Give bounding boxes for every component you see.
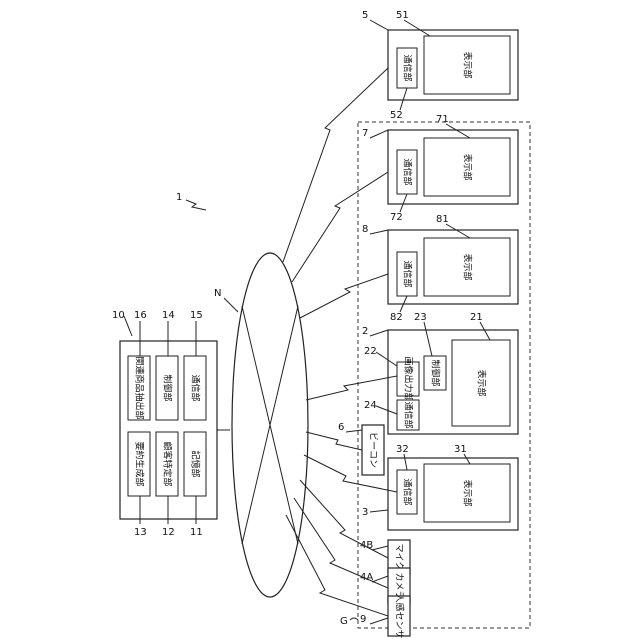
server-block-label: 記憶部: [190, 450, 202, 477]
group-ref-leader: [350, 618, 358, 620]
ref-leader: [370, 618, 388, 624]
link-terminal-8: [300, 274, 388, 318]
network-ref: N: [214, 288, 221, 299]
ref-leader: [346, 430, 362, 432]
display-ref: 81: [436, 214, 449, 225]
comm-label: 通信部: [402, 478, 414, 505]
link-terminal-5: [283, 68, 388, 262]
control-label: 制御部: [430, 359, 442, 386]
server-block-ref: 14: [162, 310, 175, 321]
comm-ref: 32: [396, 444, 409, 455]
image-output-label: 画像出力部: [403, 356, 415, 401]
terminal-ref: 3: [362, 507, 368, 518]
server-block-ref: 12: [162, 527, 175, 538]
server-block-label: 要約生成部: [134, 441, 146, 486]
link-terminal-7: [292, 172, 388, 282]
server-block-ref: 13: [134, 527, 147, 538]
display-label: 表示部: [462, 253, 474, 280]
display-ref: 31: [454, 444, 467, 455]
ref-leader: [370, 230, 388, 234]
sensor-label: 人感センサ: [394, 593, 406, 638]
comm-ref: 52: [390, 110, 403, 121]
comm-ref: 72: [390, 212, 403, 223]
comm-ref: 82: [390, 312, 403, 323]
device-comm-ref: 24: [364, 400, 377, 411]
device-ref: 2: [362, 326, 368, 337]
ref-leader: [370, 510, 388, 512]
group-ref: G: [340, 616, 348, 627]
server-block-label: 通信部: [190, 374, 202, 401]
image-output-ref: 22: [364, 346, 377, 357]
link-mic: [300, 480, 388, 558]
ref-leader: [372, 546, 388, 550]
terminal-ref: 5: [362, 10, 368, 21]
link-main-device: [306, 376, 397, 400]
ref-leader: [370, 130, 388, 138]
ref-leader: [370, 330, 388, 336]
sensor-label: マイク: [394, 544, 405, 571]
ref-leader: [372, 576, 388, 582]
comm-label: 通信部: [402, 158, 414, 185]
terminal-ref: 8: [362, 224, 368, 235]
server-ref: 10: [112, 310, 125, 321]
server-block-ref: 15: [190, 310, 203, 321]
display-ref: 71: [436, 114, 449, 125]
device-comm-label: 通信部: [403, 401, 415, 428]
system-ref: 1: [176, 192, 182, 203]
comm-label: 通信部: [402, 54, 414, 81]
link-beacon: [306, 432, 362, 450]
terminal-ref: 7: [362, 128, 368, 139]
comm-label: 通信部: [402, 260, 414, 287]
display-ref: 51: [396, 10, 409, 21]
server-block-ref: 16: [134, 310, 147, 321]
system-ref-leader: [186, 200, 206, 210]
server-block-label: 顧客特定部: [162, 441, 174, 486]
server-block-label: 制御部: [162, 374, 174, 401]
display-label: 表示部: [462, 51, 474, 78]
display-label: 表示部: [462, 479, 474, 506]
beacon-ref: 6: [338, 422, 344, 433]
device-display-label: 表示部: [476, 369, 488, 396]
control-ref: 23: [414, 312, 427, 323]
device-display-ref: 21: [470, 312, 483, 323]
server-block-label: 関連商品抽出部: [134, 356, 146, 419]
sensor-ref: 9: [360, 614, 366, 625]
ref-leader: [370, 20, 388, 30]
server-ref-leader: [124, 316, 132, 336]
server-block-ref: 11: [190, 527, 203, 538]
display-label: 表示部: [462, 153, 474, 180]
network-ref-leader: [224, 298, 238, 312]
beacon-label: ビーコン: [368, 432, 379, 468]
